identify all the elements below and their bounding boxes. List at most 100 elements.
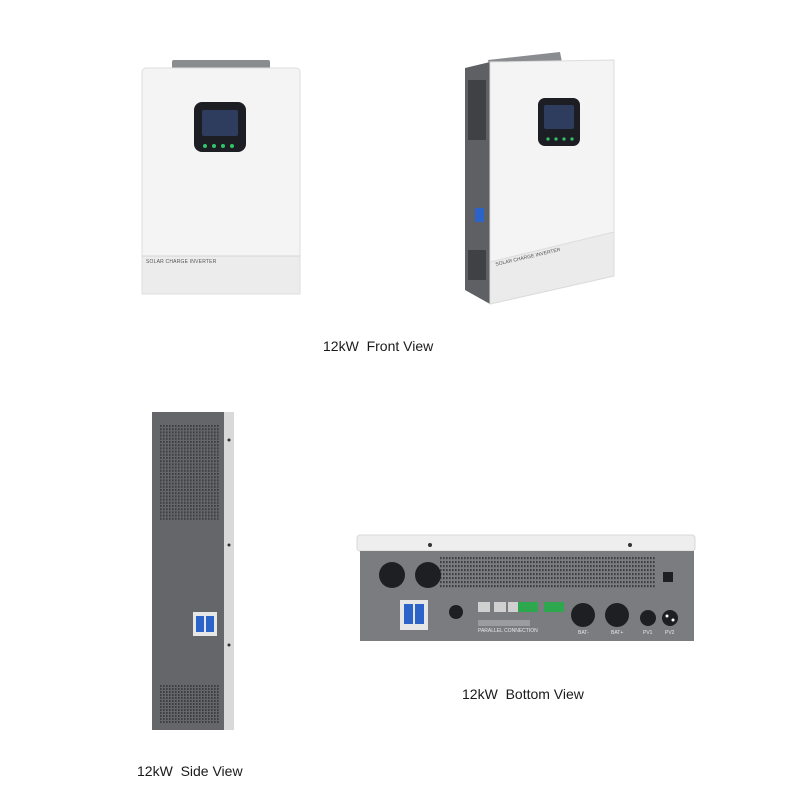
vent-slot	[166, 517, 168, 520]
vent-slot	[572, 557, 574, 560]
vent-slot	[175, 697, 177, 699]
vent-slot	[169, 476, 171, 479]
vent-slot	[199, 703, 201, 705]
vent-slot	[193, 476, 195, 479]
vent-slot	[187, 511, 189, 514]
vent-slot	[479, 565, 481, 568]
vent-slot	[214, 514, 216, 517]
vent-slot	[199, 498, 201, 501]
vent-slot	[160, 476, 162, 479]
vent-slot	[217, 437, 219, 440]
vent-slot	[190, 721, 192, 723]
vent-slot	[211, 482, 213, 485]
vent-slot	[190, 479, 192, 482]
vent-slot	[187, 425, 189, 427]
vent-slot	[181, 453, 183, 456]
vent-slot	[181, 492, 183, 495]
vent-slot	[461, 561, 463, 564]
caption-bottom-view: 12kW Bottom View	[462, 686, 584, 702]
vent-slot	[644, 569, 646, 572]
vent-slot	[217, 508, 219, 511]
vent-slot	[214, 482, 216, 485]
vent-slot	[536, 585, 538, 588]
vent-slot	[620, 557, 622, 560]
vent-slot	[623, 581, 625, 584]
vent-slot	[581, 585, 583, 588]
vent-slot	[202, 703, 204, 705]
vent-slot	[476, 585, 478, 588]
vent-slot	[163, 721, 165, 723]
vent-slot	[479, 585, 481, 588]
vent-slot	[455, 557, 457, 560]
vent-slot	[566, 569, 568, 572]
vent-slot	[196, 505, 198, 507]
vent-slot	[175, 489, 177, 491]
caption-front-view: 12kW Front View	[323, 338, 434, 354]
vent-slot	[214, 431, 216, 434]
vent-slot	[187, 703, 189, 705]
vent-slot	[464, 561, 466, 564]
vent-slot	[446, 565, 448, 568]
vent-slot	[551, 557, 553, 560]
vent-slot	[602, 577, 604, 580]
vent-slot	[184, 453, 186, 456]
vent-slot	[178, 463, 180, 466]
vent-slot	[473, 581, 475, 584]
vent-slot	[638, 573, 640, 576]
vent-slot	[187, 434, 189, 437]
vent-slot	[169, 466, 171, 469]
vent-slot	[650, 557, 652, 560]
vent-slot	[464, 585, 466, 588]
vent-slot	[160, 514, 162, 517]
vent-slot	[199, 489, 201, 491]
vent-slot	[184, 457, 186, 459]
vent-slot	[172, 489, 174, 491]
vent-slot	[205, 691, 207, 693]
vent-slot	[506, 565, 508, 568]
vent-slot	[184, 495, 186, 498]
vent-slot	[193, 441, 195, 443]
vent-slot	[172, 437, 174, 440]
vent-slot	[569, 557, 571, 560]
vent-slot	[193, 712, 195, 714]
vent-slot	[217, 431, 219, 434]
vent-slot	[608, 585, 610, 588]
vent-slot	[217, 444, 219, 447]
vent-slot	[443, 565, 445, 568]
vent-slot	[563, 581, 565, 584]
vent-slot	[211, 425, 213, 427]
vent-slot	[653, 585, 655, 588]
vent-slot	[181, 694, 183, 696]
vent-slot	[181, 495, 183, 498]
vent-slot	[491, 573, 493, 576]
vent-slot	[515, 565, 517, 568]
vent-slot	[199, 495, 201, 498]
vent-slot	[217, 498, 219, 501]
vent-slot	[641, 581, 643, 584]
vent-slot	[160, 425, 162, 427]
vent-slot	[190, 447, 192, 450]
vent-slot	[196, 457, 198, 459]
vent-slot	[199, 476, 201, 479]
vent-slot	[214, 691, 216, 693]
vent-slot	[464, 565, 466, 568]
vent-slot	[590, 573, 592, 576]
vent-slot	[593, 565, 595, 568]
vent-slot	[205, 495, 207, 498]
vent-slot	[488, 565, 490, 568]
vent-slot	[190, 688, 192, 690]
vent-slot	[205, 688, 207, 690]
vent-slot	[560, 561, 562, 564]
vent-slot	[172, 508, 174, 511]
vent-slot	[641, 577, 643, 580]
vent-slot	[482, 565, 484, 568]
vent-slot	[211, 469, 213, 472]
vent-slot	[638, 561, 640, 564]
vent-slot	[539, 577, 541, 580]
vent-slot	[172, 457, 174, 459]
vent-slot	[440, 585, 442, 588]
vent-slot	[175, 431, 177, 434]
vent-slot	[184, 517, 186, 520]
vent-slot	[587, 573, 589, 576]
vent-slot	[578, 565, 580, 568]
